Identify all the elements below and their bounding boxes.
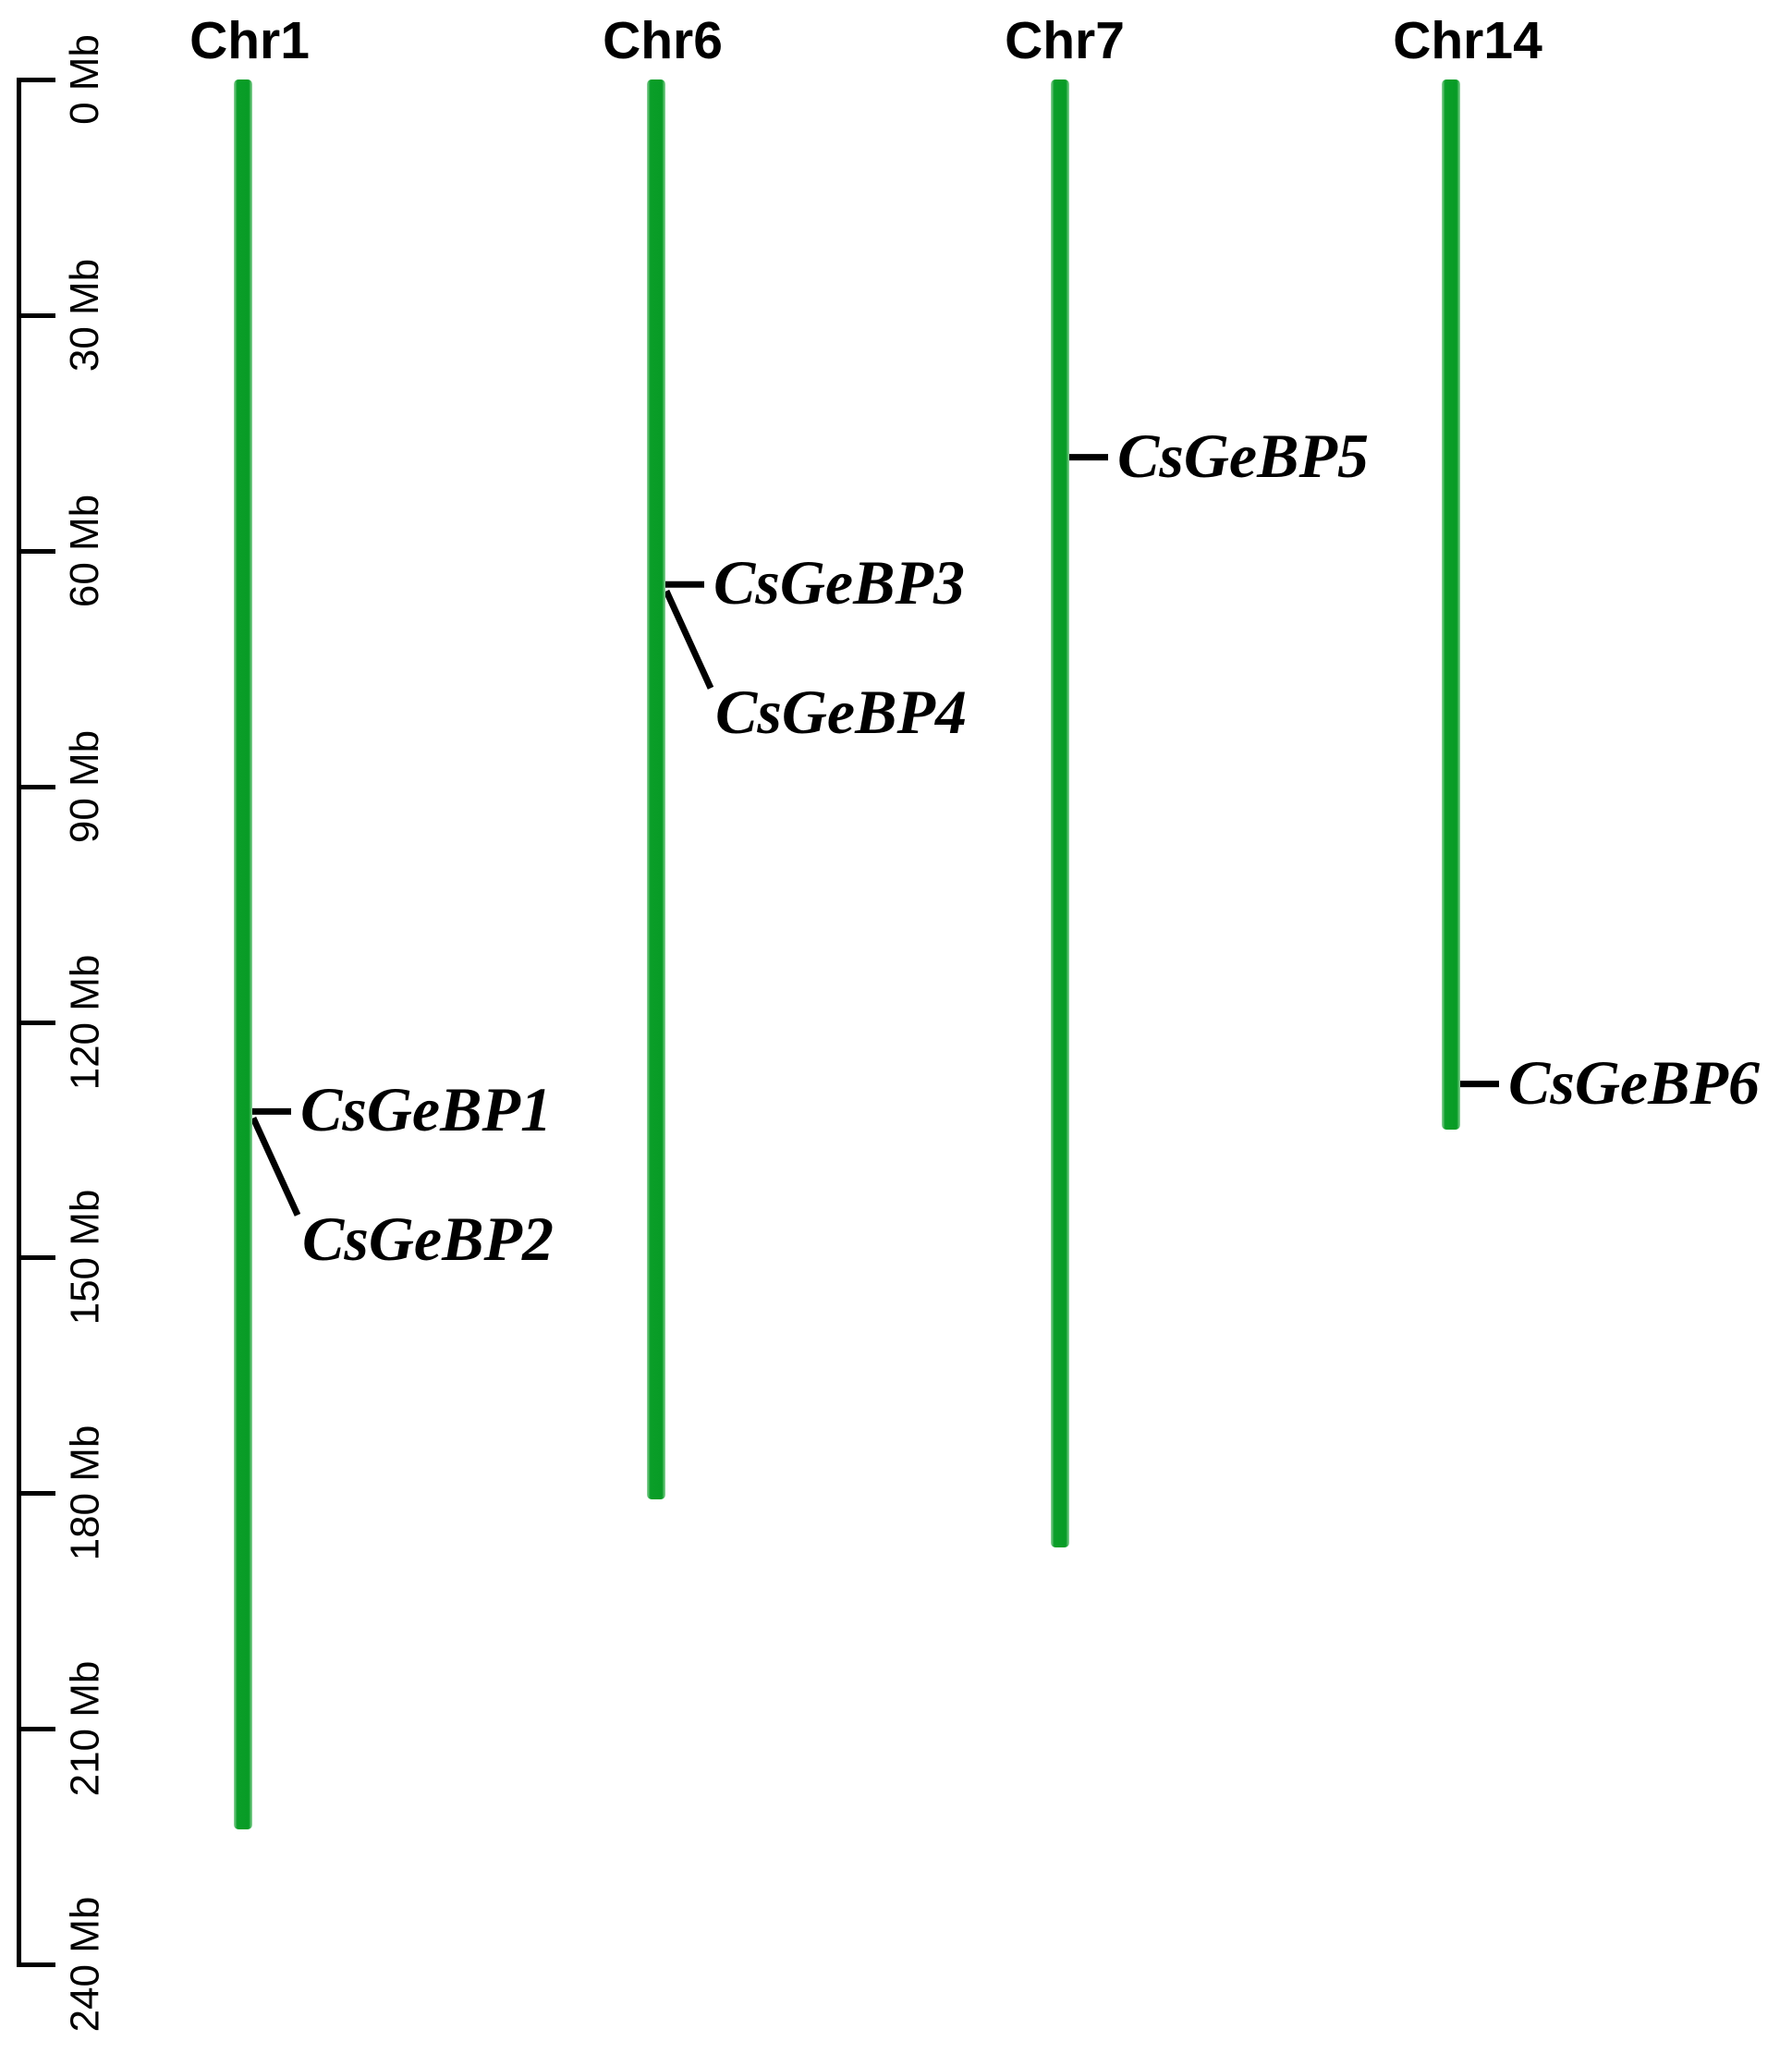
gene-label: CsGeBP6 (1508, 1046, 1760, 1118)
ruler-tick (17, 1962, 55, 1968)
gene-label: CsGeBP5 (1117, 420, 1369, 491)
chromosome-title: Chr7 (1005, 11, 1125, 70)
gene-label: CsGeBP1 (300, 1074, 552, 1145)
gene-label: CsGeBP3 (713, 547, 965, 618)
chromosome-title: Chr6 (603, 11, 723, 70)
chromosome-title: Chr14 (1393, 11, 1542, 70)
ruler-tick (17, 1727, 55, 1732)
gene-label: CsGeBP4 (715, 677, 967, 748)
ruler-tick (17, 1255, 55, 1261)
gene-connector-diagonal-line (663, 589, 714, 690)
gene-connector-diagonal-line (250, 1117, 301, 1217)
chromosome-bar (647, 79, 665, 1500)
gene-label: CsGeBP2 (302, 1204, 554, 1275)
ruler-tick (17, 312, 55, 318)
chromosome-bar (234, 79, 252, 1829)
chromosome-bar (1051, 79, 1069, 1547)
ruler-tick (17, 784, 55, 789)
ruler-tick (17, 548, 55, 554)
ruler-tick (17, 78, 55, 82)
ruler-tick (17, 1491, 55, 1497)
ruler-tick (17, 1020, 55, 1025)
chromosome-bar (1442, 79, 1460, 1130)
chromosome-title: Chr1 (189, 11, 310, 70)
